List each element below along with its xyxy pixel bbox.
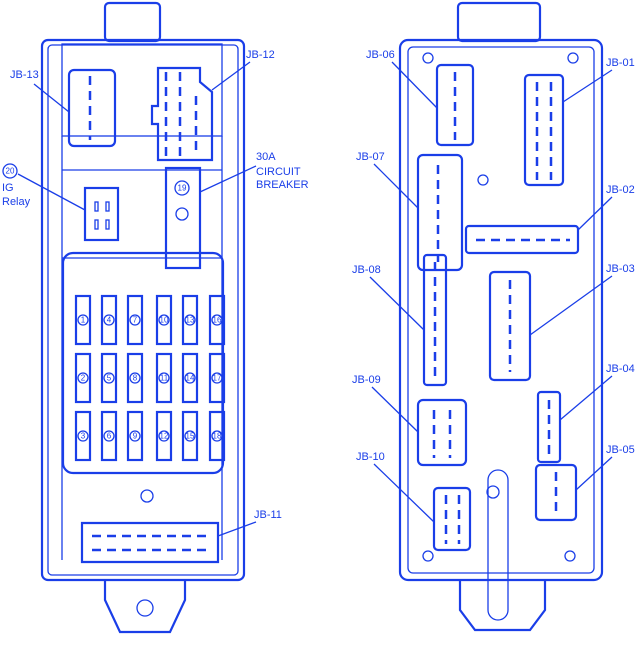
- ig-relay: [83, 186, 120, 242]
- label-jb04: JB-04: [606, 363, 635, 375]
- fuse-number: 8: [133, 374, 138, 383]
- fuse-number: 16: [213, 316, 222, 325]
- fuse-number: 13: [186, 316, 195, 325]
- fuse-number: 2: [81, 374, 86, 383]
- connector-jb06: [435, 63, 475, 147]
- fuse-4: 4: [100, 294, 118, 346]
- fuse-number: 17: [213, 374, 222, 383]
- label-cb-30a: 30A: [256, 151, 276, 163]
- fuse-number: 14: [186, 374, 195, 383]
- connector-jb11: [80, 521, 220, 564]
- relay-label-relay: Relay: [2, 196, 31, 208]
- fuse-number: 15: [186, 432, 195, 441]
- right-junction-box: JB-06 JB-01 JB-07 JB-02 JB-08 JB-03 JB-0…: [352, 1, 635, 632]
- fuse-number: 1: [81, 316, 86, 325]
- fuse-number: 18: [213, 432, 222, 441]
- fuse-13: 13: [181, 294, 199, 346]
- label-jb05: JB-05: [606, 444, 635, 456]
- relay-number: 20: [6, 167, 15, 176]
- fuse-number: 11: [160, 374, 169, 383]
- fuse-3: 3: [74, 410, 92, 462]
- fuse-number: 10: [160, 316, 169, 325]
- label-jb08: JB-08: [352, 264, 381, 276]
- connector-jb10: [432, 486, 472, 552]
- fuse-number: 9: [133, 432, 138, 441]
- label-jb07: JB-07: [356, 151, 385, 163]
- fuse-number: 12: [160, 432, 169, 441]
- fuse-8: 8: [126, 352, 144, 404]
- connector-jb07: [416, 153, 464, 272]
- connector-jb02: [464, 224, 580, 255]
- label-cb-circuit: CIRCUIT: [256, 166, 301, 178]
- label-jb13: JB-13: [10, 69, 39, 81]
- fuse-15: 15: [181, 410, 199, 462]
- fuse-5: 5: [100, 352, 118, 404]
- label-cb-breaker: BREAKER: [256, 179, 309, 191]
- relay-label-ig: IG: [2, 182, 14, 194]
- circuit-breaker-number: 19: [178, 184, 187, 193]
- connector-jb03: [488, 270, 532, 382]
- fuse-number: 3: [81, 432, 86, 441]
- label-jb11: JB-11: [254, 509, 282, 521]
- fuse-10: 10: [155, 294, 173, 346]
- fuse-2: 2: [74, 352, 92, 404]
- fuse-6: 6: [100, 410, 118, 462]
- fuse-number: 6: [107, 432, 112, 441]
- fuse-7: 7: [126, 294, 144, 346]
- fuse-number: 4: [107, 316, 112, 325]
- connector-jb09: [416, 398, 468, 467]
- fuse-17: 17: [208, 352, 226, 404]
- circuit-breaker: [164, 166, 202, 270]
- connector-jb08: [422, 253, 448, 387]
- connector-jb13: [67, 68, 117, 148]
- fuse-18: 18: [208, 410, 226, 462]
- label-jb06: JB-06: [366, 49, 395, 61]
- fuse-number: 7: [133, 316, 138, 325]
- label-jb02: JB-02: [606, 184, 635, 196]
- fuse-11: 11: [155, 352, 173, 404]
- fuse-9: 9: [126, 410, 144, 462]
- connector-jb12: [150, 66, 214, 162]
- label-jb12: JB-12: [246, 49, 275, 61]
- fuse-16: 16: [208, 294, 226, 346]
- label-jb03: JB-03: [606, 263, 635, 275]
- fuse-12: 12: [155, 410, 173, 462]
- connector-jb01: [523, 73, 565, 187]
- connector-jb04: [536, 390, 562, 464]
- label-jb10: JB-10: [356, 451, 385, 463]
- fuse-14: 14: [181, 352, 199, 404]
- fuse-1: 1: [74, 294, 92, 346]
- label-jb09: JB-09: [352, 374, 381, 386]
- connector-jb05: [534, 463, 578, 522]
- label-jb01: JB-01: [606, 57, 635, 69]
- fuse-number: 5: [107, 374, 112, 383]
